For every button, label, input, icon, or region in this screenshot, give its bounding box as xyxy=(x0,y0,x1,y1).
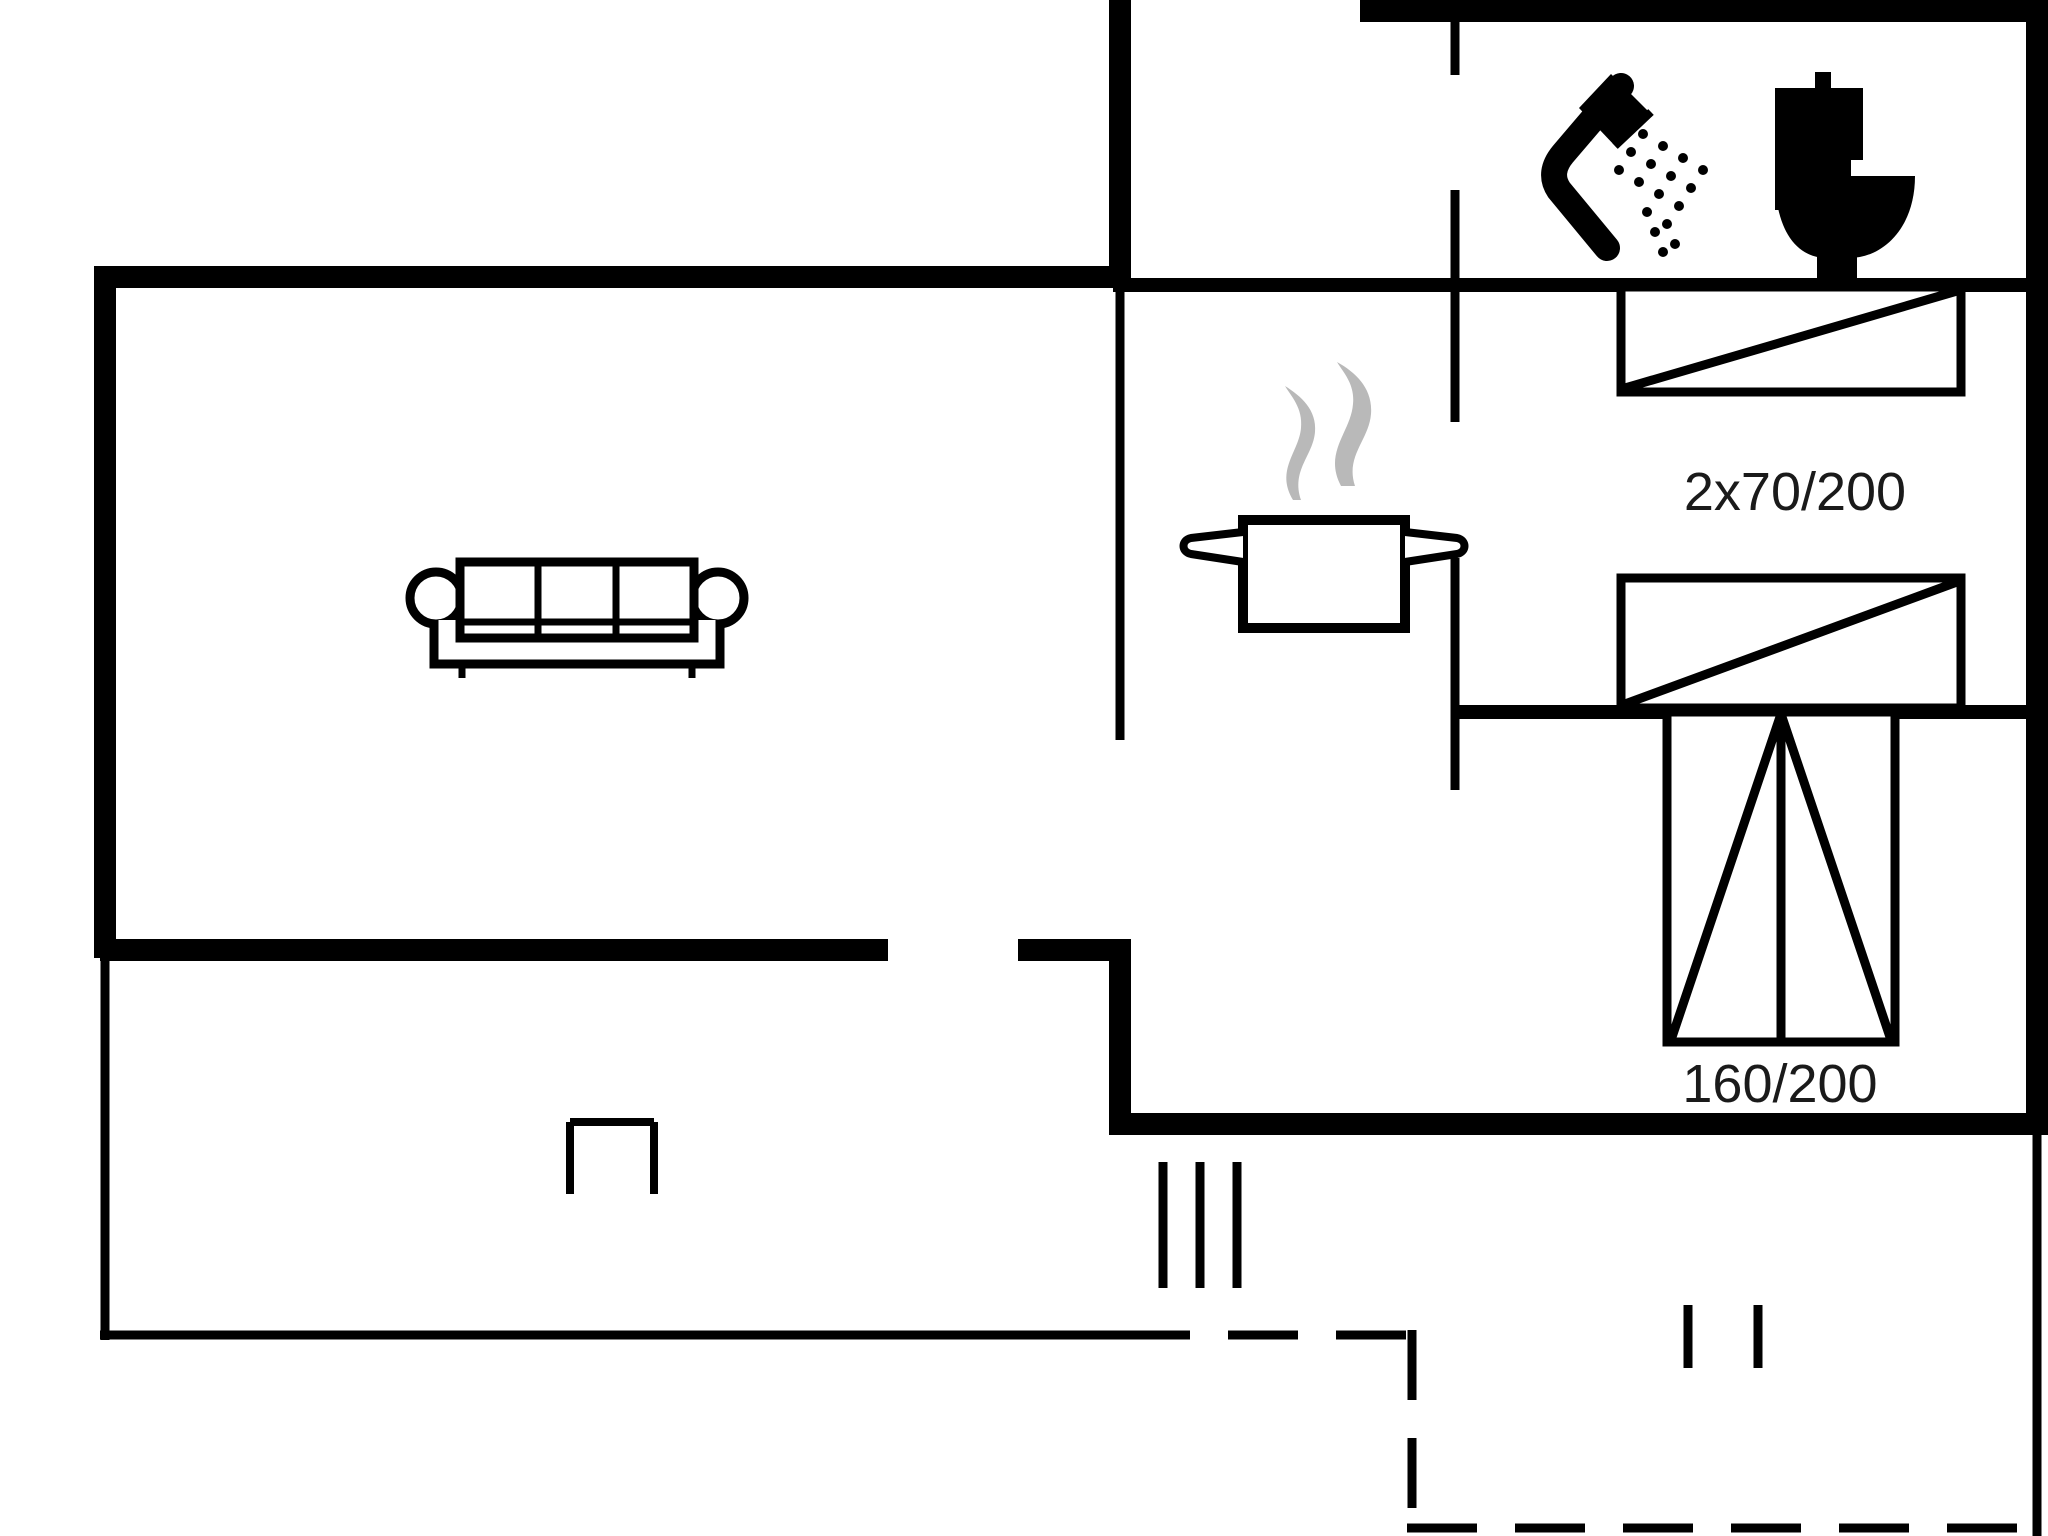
shower-water-dots xyxy=(1614,129,1708,257)
double-bed-icon xyxy=(1662,707,1900,1047)
double-bed-dimension-label: 160/200 xyxy=(1682,1054,1877,1114)
steam-wisp-left xyxy=(1285,386,1316,500)
stairs-icon xyxy=(1158,1162,1242,1288)
steam-wisp-right xyxy=(1334,362,1372,486)
stove-icon xyxy=(566,1118,658,1194)
cooking-pot-icon xyxy=(1179,362,1469,633)
twin-bed-dimension-label: 2x70/200 xyxy=(1684,462,1906,522)
toilet-icon xyxy=(1771,72,1915,292)
shower-icon xyxy=(1541,73,1708,261)
single-bed-icon xyxy=(1616,282,1966,397)
terrace-posts xyxy=(1683,1305,1763,1368)
sofa-icon xyxy=(405,557,749,678)
single-bed-icon xyxy=(1616,573,1966,713)
terrace-boundary xyxy=(1120,1330,2037,1536)
